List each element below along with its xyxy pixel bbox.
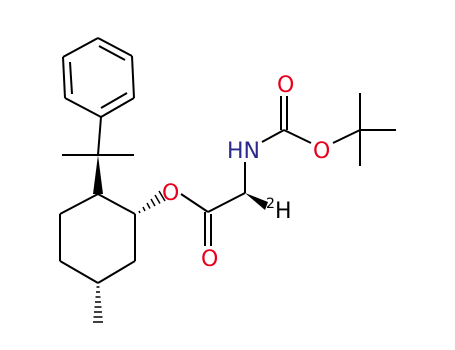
carbamate-ester-bond [283, 129, 312, 144]
phenyl-ring [62, 37, 135, 118]
carbonyl-double-bond-bottom [204, 212, 212, 246]
deuterium-symbol: H [275, 199, 292, 224]
nh-group: HN [227, 139, 260, 164]
hashed-wedge-ester [138, 190, 166, 214]
carbonyl-alpha-bond [207, 192, 246, 213]
oxygen-tbutyl-bond [332, 129, 361, 144]
tert-butyl-methyls [359, 93, 396, 166]
deuterium-mass-number: 2 [266, 196, 275, 212]
ester-oxygen-boc: O [313, 139, 330, 164]
carbonyl-oxygen-bottom: O [201, 247, 218, 272]
wedge-bond-deuterium [245, 193, 268, 210]
ester-o-carbonyl-bond [180, 193, 209, 213]
phenyl-quaternary-bond [97, 116, 102, 156]
ester-oxygen-menthyl: O [162, 181, 179, 206]
wedge-bond-ring [93, 155, 103, 194]
cyclohexane-ring [59, 193, 136, 284]
carbonyl-double-bond-top [280, 96, 288, 130]
carbonyl-oxygen-top: O [277, 73, 294, 98]
nitrogen-carbamate-bond [261, 129, 285, 143]
hashed-wedge-methyl [93, 286, 103, 323]
